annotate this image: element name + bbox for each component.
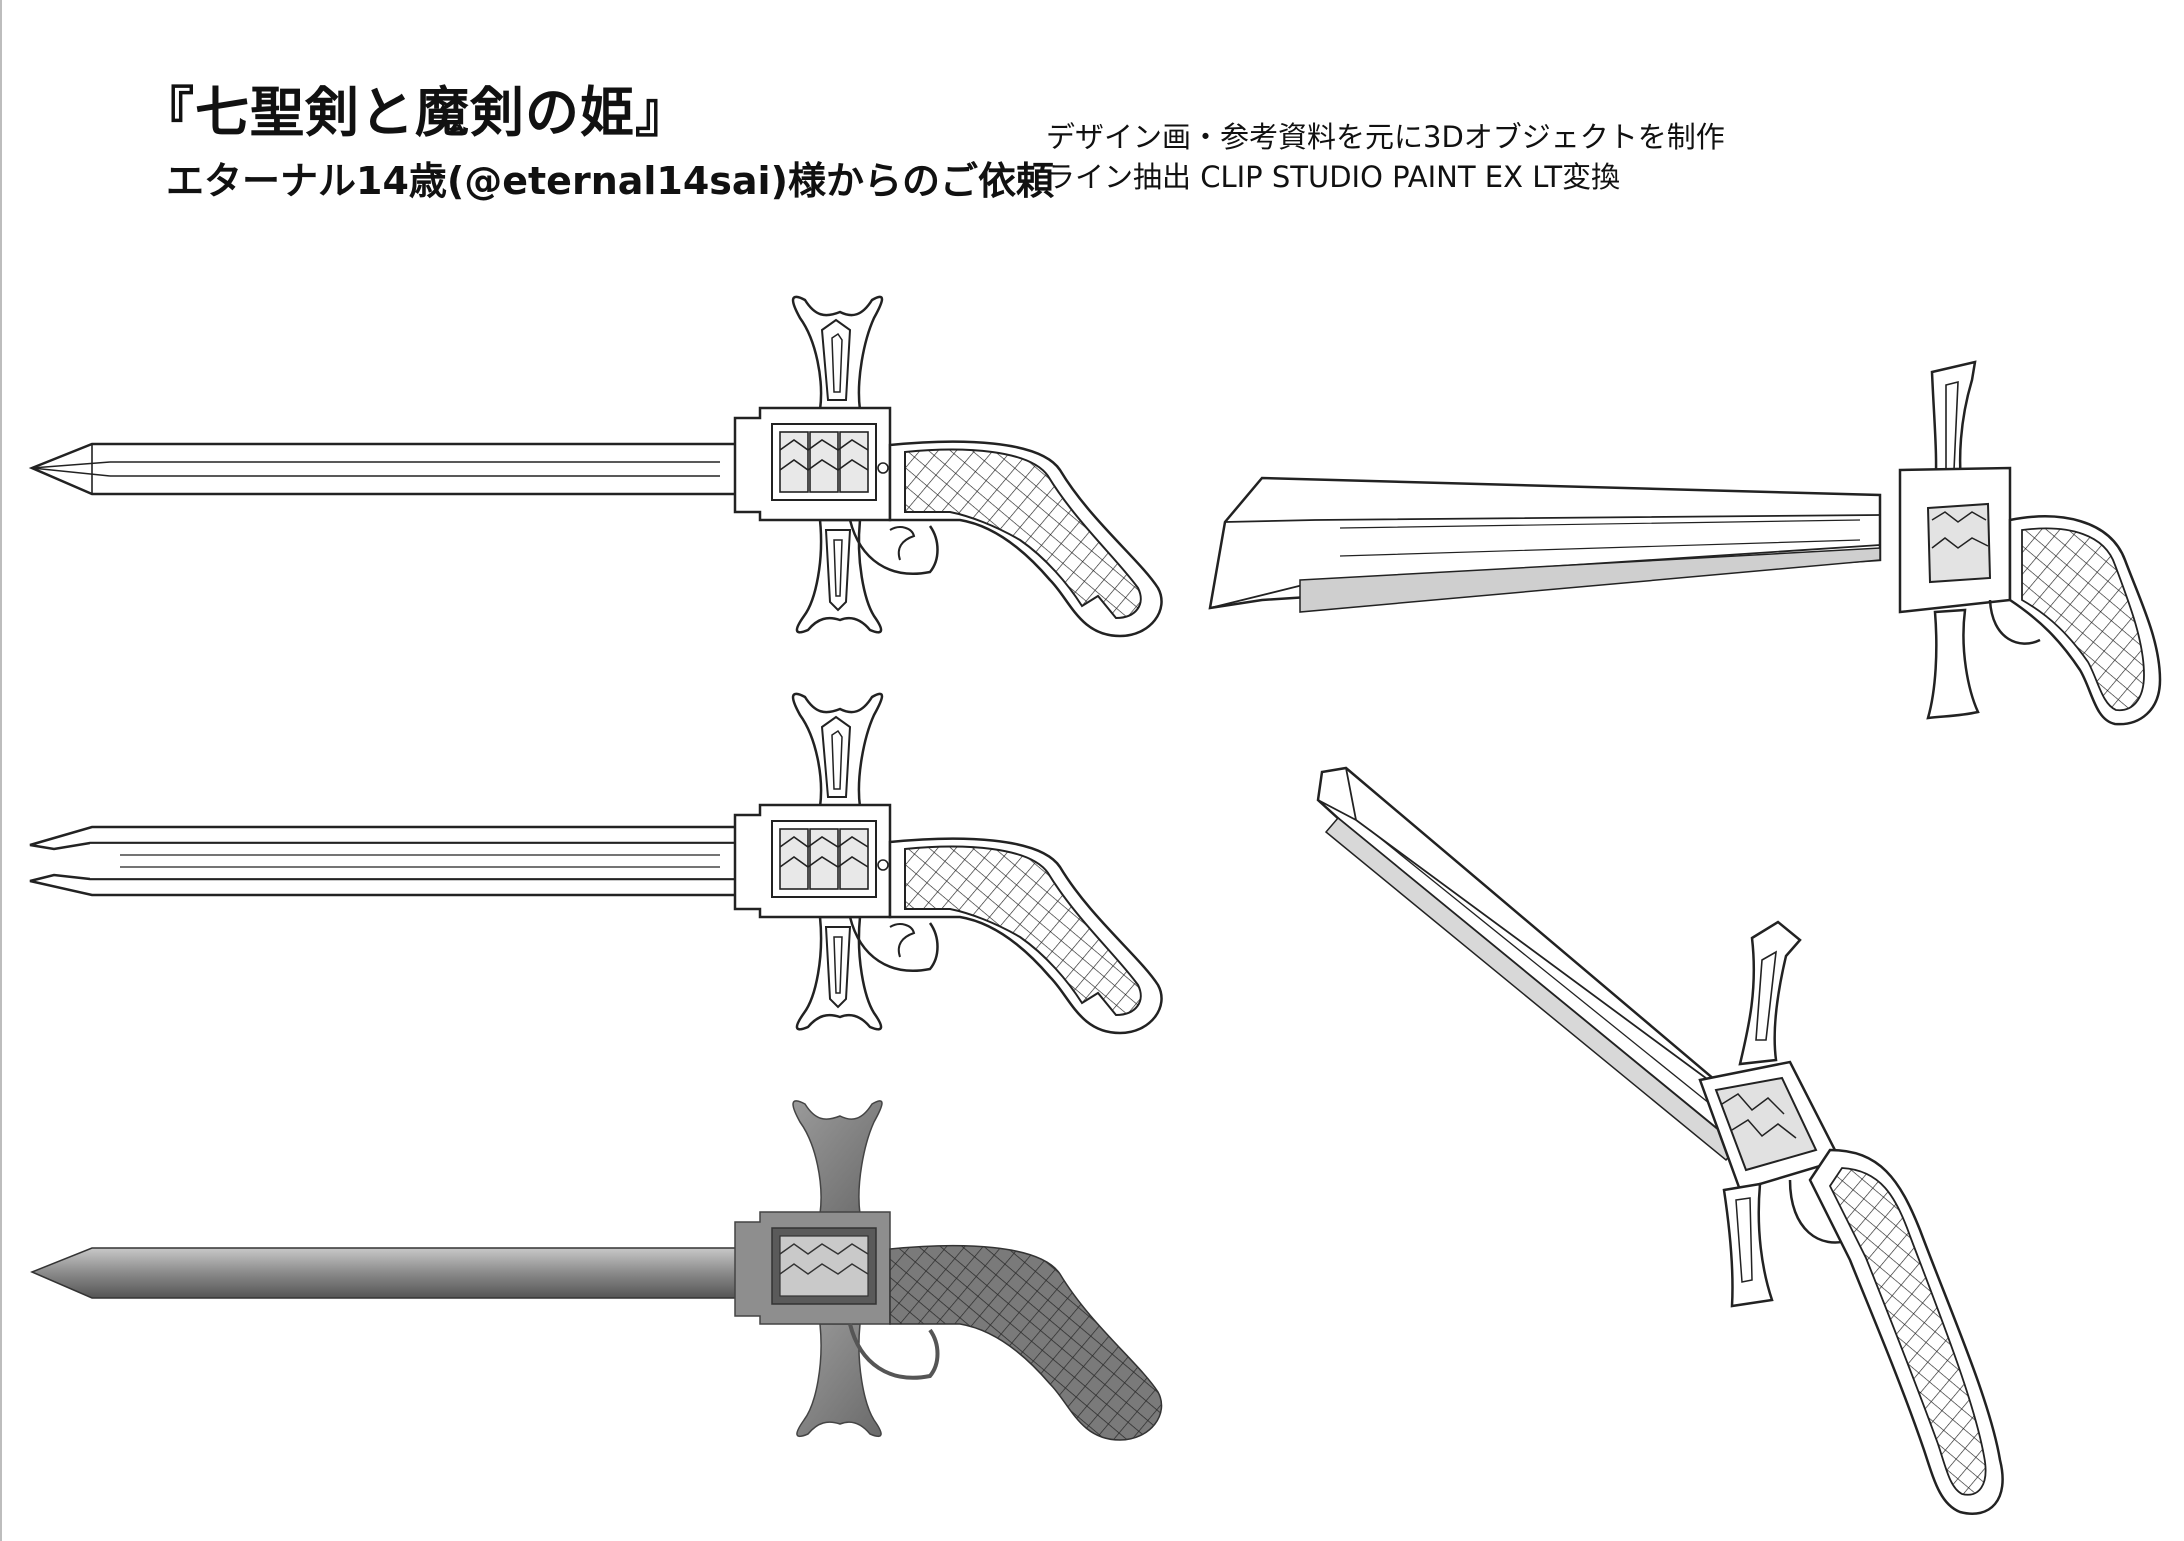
page-subtitle: エターナル14歳(@eternal14sai)様からのご依頼 (166, 159, 1054, 203)
view-front-shaded (30, 1100, 1163, 1441)
view-front-closed (28, 295, 1163, 638)
page-left-border (0, 0, 2, 1541)
description-line-2: ライン抽出 CLIP STUDIO PAINT EX LT変換 (1046, 160, 1621, 194)
view-perspective-diagonal (1316, 766, 2004, 1515)
view-perspective-side (1208, 360, 2162, 726)
description-line-1: デザイン画・参考資料を元に3Dオブジェクトを制作 (1046, 120, 1725, 154)
page-title: 『七聖剣と魔剣の姫』 (140, 81, 690, 144)
view-front-open (29, 692, 1163, 1035)
